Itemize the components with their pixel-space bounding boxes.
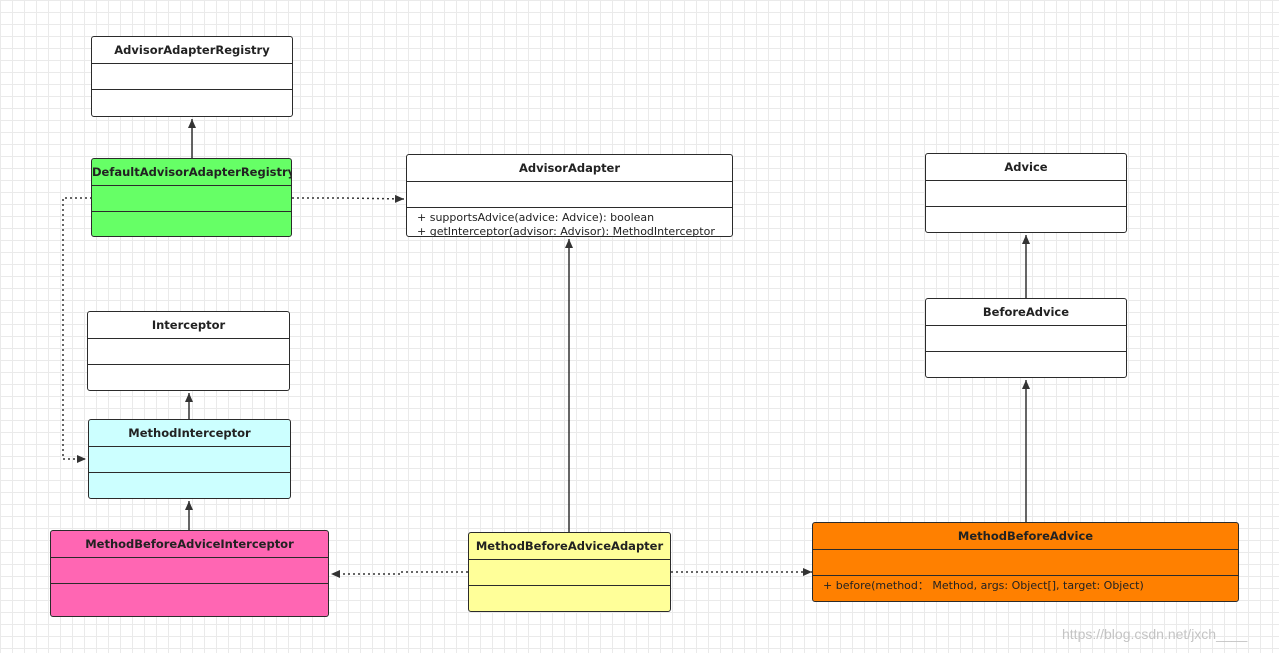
class-attributes [51,558,328,584]
class-advice[interactable]: Advice [925,153,1127,233]
class-name: MethodInterceptor [89,420,290,447]
class-operations [89,473,290,498]
operation: + getInterceptor(advisor: Advisor): Meth… [417,225,715,237]
class-attributes [926,326,1126,352]
class-name: BeforeAdvice [926,299,1126,326]
class-advisor-adapter-registry[interactable]: AdvisorAdapterRegistry [91,36,293,117]
class-interceptor[interactable]: Interceptor [87,311,290,391]
relation-registry-to-method-interceptor [62,197,92,463]
class-operations: + before(method： Method, args: Object[],… [813,576,1238,601]
class-attributes [89,447,290,473]
class-default-advisor-adapter-registry[interactable]: DefaultAdvisorAdapterRegistry [91,158,292,237]
class-advisor-adapter[interactable]: AdvisorAdapter + supportsAdvice(advice: … [406,154,733,237]
class-name: MethodBeforeAdviceInterceptor [51,531,328,558]
class-attributes [926,181,1126,207]
class-name: AdvisorAdapter [407,155,732,182]
class-operations [88,365,289,390]
class-name: DefaultAdvisorAdapterRegistry [92,159,291,186]
class-before-advice[interactable]: BeforeAdvice [925,298,1127,378]
class-attributes [407,182,732,208]
class-attributes [813,550,1238,576]
class-operations [92,212,291,236]
class-method-before-advice[interactable]: MethodBeforeAdvice + before(method： Meth… [812,522,1239,602]
class-attributes [92,186,291,212]
class-name: AdvisorAdapterRegistry [92,37,292,64]
class-method-before-advice-adapter[interactable]: MethodBeforeAdviceAdapter [468,532,671,612]
operation: + supportsAdvice(advice: Advice): boolea… [417,211,655,224]
class-operations [926,352,1126,377]
class-name: MethodBeforeAdvice [813,523,1238,550]
relation-registry-to-advisor-adapter [292,194,405,203]
class-attributes [92,64,292,90]
class-method-interceptor[interactable]: MethodInterceptor [88,419,291,499]
watermark: https://blog.csdn.net/jxch____ [1062,626,1248,642]
class-operations [926,207,1126,232]
operation: + before(method： Method, args: Object[],… [823,579,1144,592]
class-operations [469,586,670,611]
class-name: MethodBeforeAdviceAdapter [469,533,670,560]
relation-adapter-to-interceptor [331,570,468,578]
class-operations [92,90,292,116]
class-attributes [88,339,289,365]
class-name: Interceptor [88,312,289,339]
class-attributes [469,560,670,586]
class-name: Advice [926,154,1126,181]
class-operations [51,584,328,616]
class-method-before-advice-interceptor[interactable]: MethodBeforeAdviceInterceptor [50,530,329,617]
class-operations: + supportsAdvice(advice: Advice): boolea… [407,208,732,237]
